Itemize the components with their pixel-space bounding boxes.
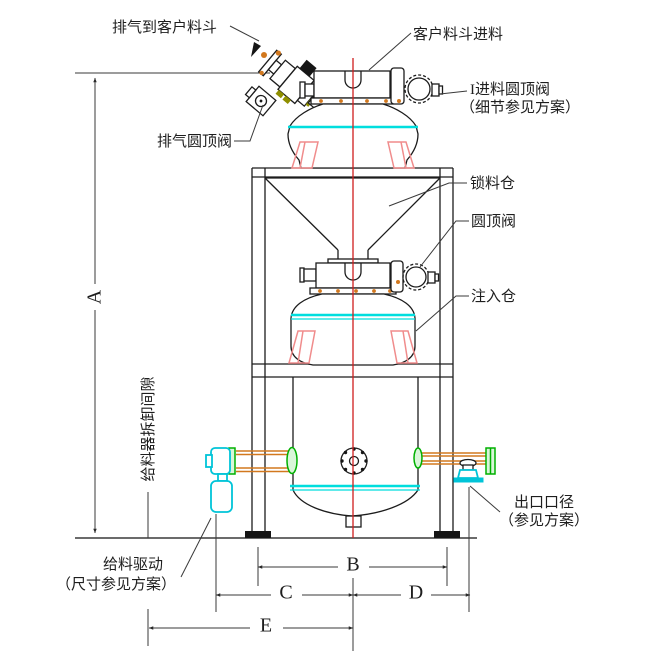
outlet-base-plate bbox=[453, 477, 484, 483]
right-nozzle-cap bbox=[434, 273, 440, 282]
dim-letter-a: A bbox=[83, 289, 106, 305]
right-nozzle-cap bbox=[438, 85, 444, 95]
flange-bolt bbox=[365, 99, 369, 103]
dim-letter-d: D bbox=[408, 581, 424, 604]
vessel-left-leg-line bbox=[297, 330, 304, 364]
valve-body bbox=[313, 70, 391, 99]
vessel-inlet-flange bbox=[286, 446, 298, 475]
leader-lock-hopper bbox=[388, 182, 467, 207]
outlet-pipes bbox=[419, 452, 487, 465]
bell-left-leg bbox=[290, 141, 319, 169]
outlet-cone bbox=[456, 469, 480, 479]
actuator-bolt bbox=[396, 280, 400, 284]
right-nozzle bbox=[431, 83, 440, 97]
frame-left-foot bbox=[245, 531, 271, 538]
flange-bolt bbox=[354, 289, 358, 293]
left-nozzle bbox=[304, 83, 315, 97]
leader-feeder-drive bbox=[180, 517, 212, 578]
solenoid-box bbox=[299, 59, 317, 77]
leader-outlet bbox=[469, 485, 501, 513]
feeder-assembly-left bbox=[205, 446, 298, 513]
vessel-outlet-flange bbox=[413, 447, 423, 469]
label-feeder-drive-note: （尺寸参见方案） bbox=[56, 577, 177, 593]
side-pillar bbox=[390, 67, 405, 105]
leader-injection-vessel bbox=[415, 295, 469, 332]
leader-exhaust-valve bbox=[234, 104, 264, 142]
valve-top-bolt bbox=[261, 52, 267, 58]
leader-lines bbox=[180, 25, 501, 578]
label-exhaust-dome-valve: 排气圆顶阀 bbox=[157, 134, 233, 150]
leader-exhaust-to-hopper bbox=[229, 25, 260, 42]
flange-bolt bbox=[339, 99, 343, 103]
bolt-pad bbox=[282, 95, 291, 105]
bell-right-leg-line bbox=[400, 141, 407, 169]
leader-dome-valve bbox=[419, 220, 469, 268]
side-pillar bbox=[390, 260, 404, 293]
manhole-center bbox=[348, 455, 360, 467]
label-outlet-note: （参见方案） bbox=[499, 513, 590, 529]
vessel-right-leg bbox=[390, 330, 418, 364]
actuator-nub bbox=[244, 85, 257, 99]
label-feed-dome-valve: I进料圆顶阀 bbox=[470, 82, 550, 98]
bottom-vessel bbox=[290, 377, 420, 528]
actuator-circle bbox=[254, 94, 268, 108]
leader-arrowhead bbox=[251, 42, 261, 57]
actuator-center bbox=[259, 99, 263, 103]
label-dome-valve: 圆顶阀 bbox=[471, 214, 517, 230]
actuator-bolt bbox=[397, 99, 401, 103]
bell-right-leg bbox=[387, 141, 416, 169]
gear-actuator bbox=[407, 77, 431, 101]
drive-motor bbox=[210, 480, 233, 513]
label-feed-dome-valve-note: （细节参见方案） bbox=[460, 100, 581, 116]
outlet-assembly-right bbox=[413, 447, 496, 483]
leader-feed-valve bbox=[439, 90, 468, 95]
dim-letter-e: E bbox=[259, 614, 273, 637]
left-nozzle bbox=[303, 268, 317, 282]
feeder-drive-nub bbox=[205, 454, 213, 468]
leader-customer-feed bbox=[368, 32, 412, 71]
dished-bottom bbox=[292, 489, 419, 517]
dim-letter-b: B bbox=[346, 553, 360, 576]
flange-bolt bbox=[336, 289, 340, 293]
label-lock-hopper: 锁料仓 bbox=[470, 176, 516, 192]
label-feeder-drive: 给料驱动 bbox=[103, 557, 164, 573]
bell-left-leg-line bbox=[299, 141, 306, 169]
feeder-pipes bbox=[236, 450, 291, 473]
label-injection-vessel: 注入仓 bbox=[471, 289, 517, 305]
label-exhaust-to-customer-hopper: 排气到客户料斗 bbox=[112, 20, 218, 36]
drive-neck bbox=[217, 473, 228, 482]
label-outlet-diameter: 出口口径 bbox=[514, 495, 575, 511]
flange-bolt bbox=[384, 99, 388, 103]
flange-bolt bbox=[275, 50, 281, 56]
left-end-cap bbox=[299, 81, 306, 99]
vessel-left-leg bbox=[288, 330, 316, 364]
valve-actuator-box bbox=[244, 85, 277, 117]
middle-dome-valve bbox=[299, 260, 440, 295]
feed-dome-valve bbox=[299, 67, 444, 105]
label-customer-hopper-feed: 客户料斗进料 bbox=[413, 27, 504, 43]
frame-right-post bbox=[439, 168, 454, 532]
dimension-annotations bbox=[75, 72, 477, 651]
flange-bolt bbox=[319, 99, 323, 103]
flange-bolt bbox=[372, 289, 376, 293]
flange-bolt bbox=[318, 289, 322, 293]
label-feeder-clearance: 给料器拆卸间隙 bbox=[141, 376, 157, 482]
feeder-drive-head bbox=[210, 447, 231, 475]
bolt-pad bbox=[275, 89, 285, 99]
frame-right-foot bbox=[434, 531, 460, 538]
flange-bolt bbox=[259, 70, 264, 76]
right-nozzle bbox=[427, 271, 436, 284]
bottom-flange bbox=[310, 97, 394, 105]
vessel-right-leg-line bbox=[402, 330, 409, 364]
dim-letter-c: C bbox=[279, 581, 293, 604]
manhole-bolts bbox=[340, 447, 368, 475]
gear-actuator bbox=[405, 266, 427, 288]
frame-left-post bbox=[251, 168, 266, 532]
